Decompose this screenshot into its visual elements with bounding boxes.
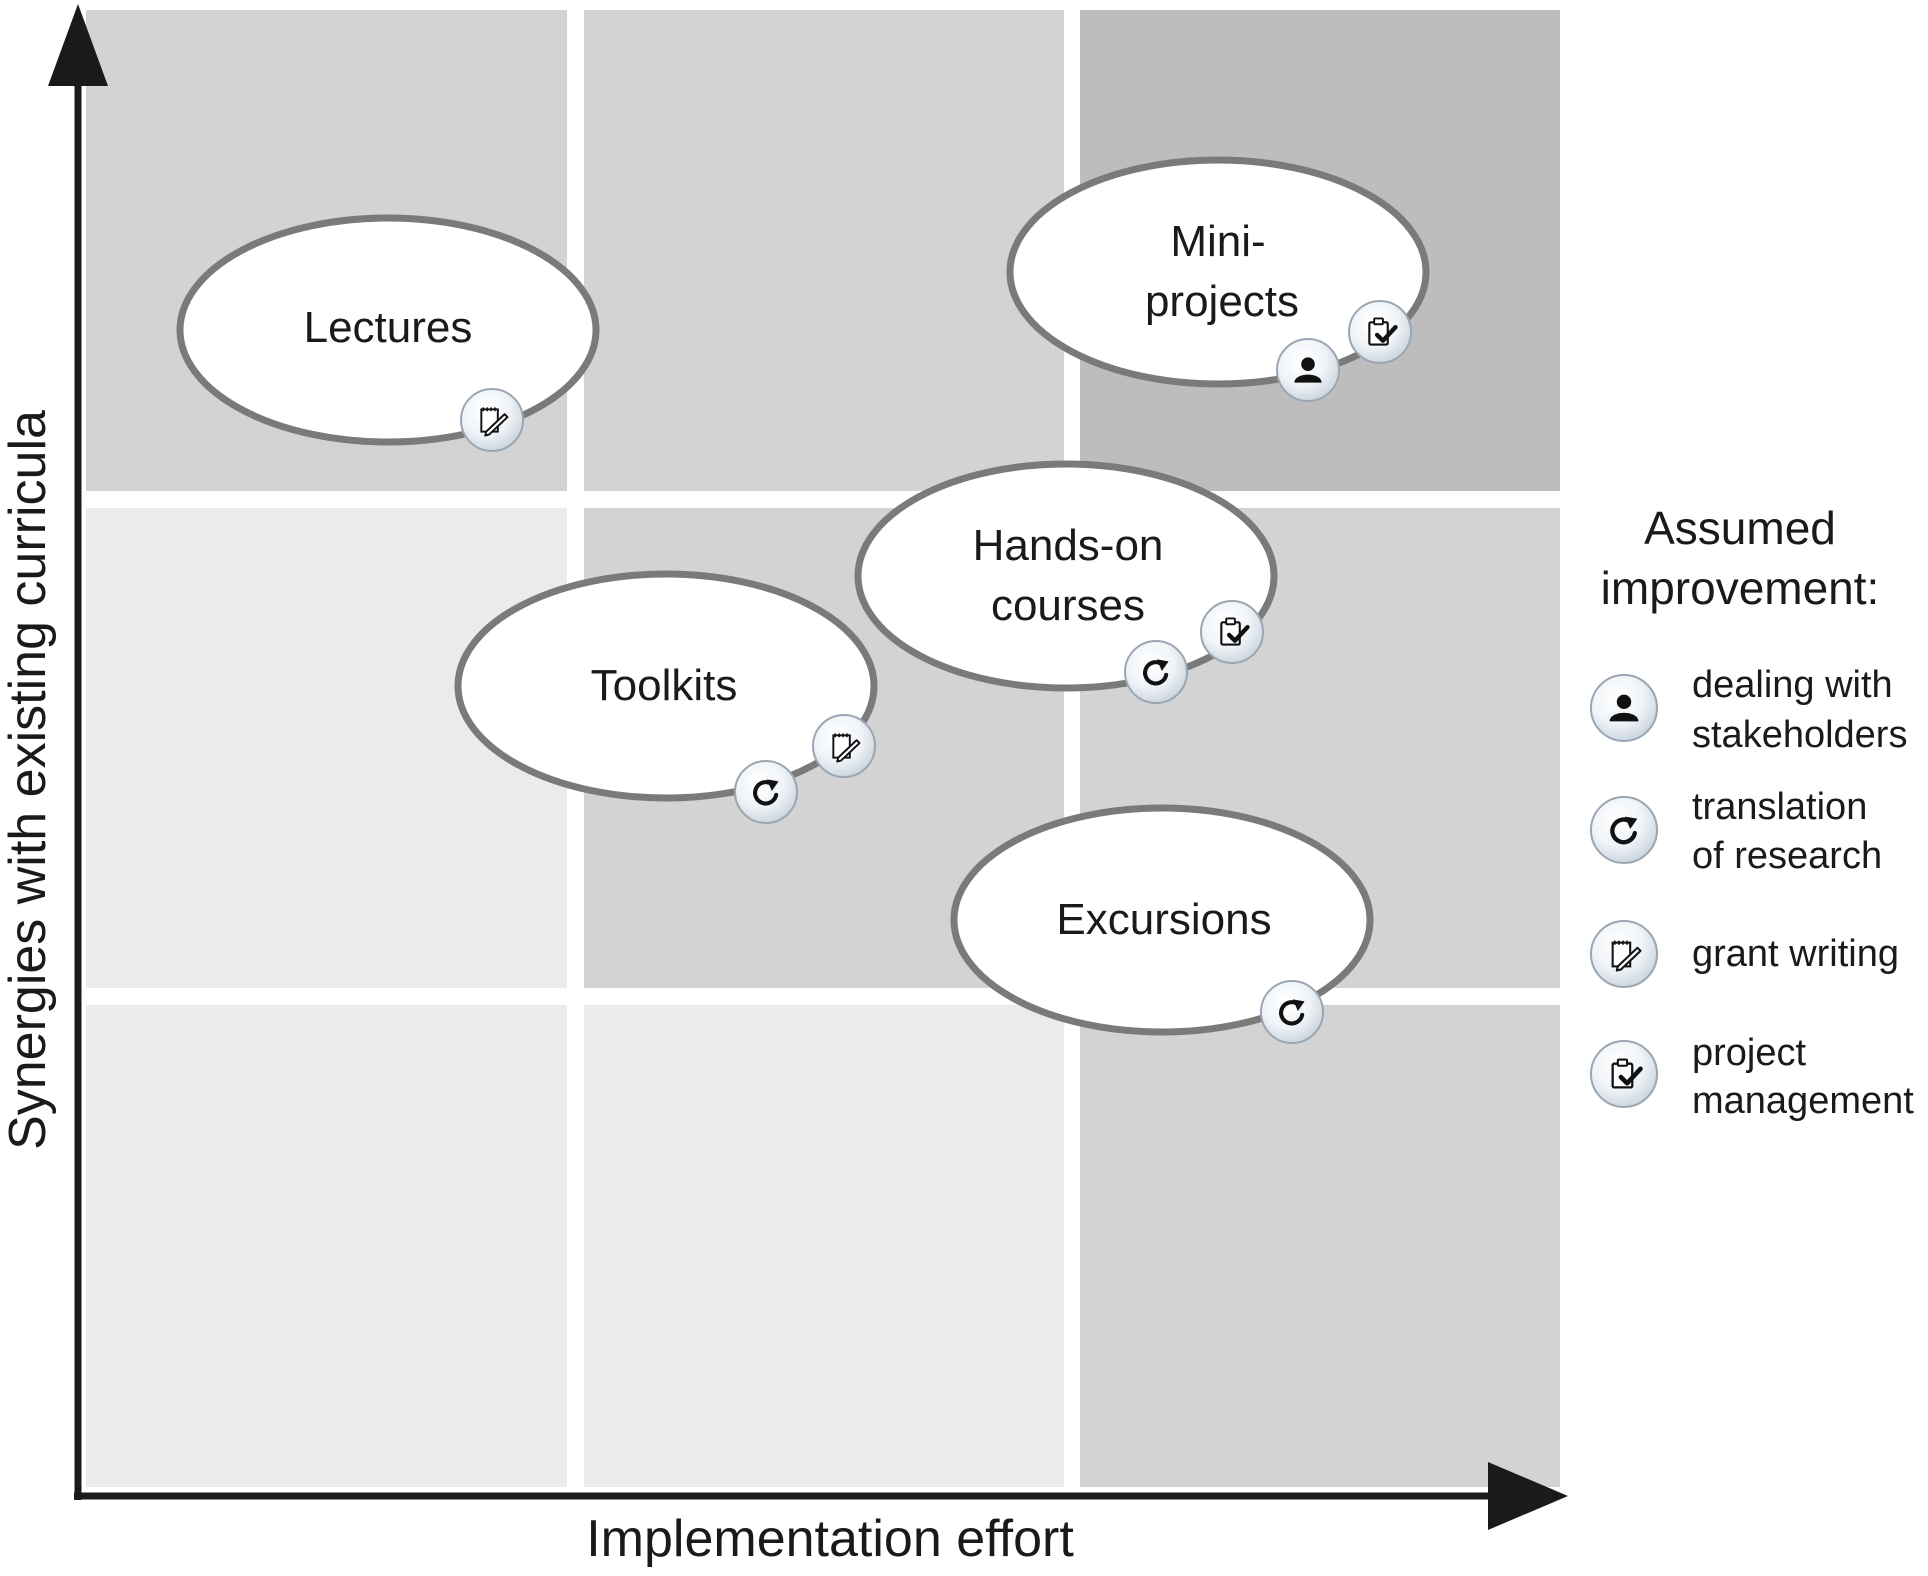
translation-icon-badge: [1590, 796, 1658, 864]
legend-item-1-label-line-2: stakeholders: [1692, 714, 1907, 756]
legend-item-2-label-line-2: of research: [1692, 835, 1882, 877]
legend-title-line-2: improvement:: [1601, 562, 1880, 614]
legend-item-4: project management: [1590, 1032, 1914, 1122]
grant-writing-icon: [460, 388, 524, 452]
legend-item-4-label-line-1: project: [1692, 1032, 1806, 1074]
legend-title-line-1: Assumed: [1644, 502, 1836, 554]
legend: Assumed improvement: dealing with stakehold…: [1590, 502, 1914, 1122]
translation-icon: [1590, 796, 1658, 864]
hands-on-courses-ellipse: [854, 460, 1278, 692]
bubble-lectures: Lectures: [176, 214, 600, 452]
legend-item-2: translation of research: [1590, 786, 1882, 877]
bubble-hands-on-courses: Hands-on courses: [854, 460, 1278, 704]
x-axis-label: Implementation effort: [586, 1510, 1074, 1568]
project-management-icon: [1590, 1040, 1658, 1108]
excursions-label-line-1: Excursions: [1056, 895, 1271, 944]
bubble-excursions: Excursions: [950, 804, 1374, 1044]
hands-on-courses-label-line-2: courses: [991, 581, 1145, 630]
legend-item-2-label-line-1: translation: [1692, 786, 1867, 828]
grid-cell-r3-c2: [584, 1005, 1064, 1487]
stakeholders-icon: [1590, 674, 1658, 742]
stakeholders-icon: [1276, 338, 1340, 402]
bubble-toolkits: Toolkits: [454, 570, 878, 824]
project-management-icon: [1348, 300, 1412, 364]
grid-cell-r1-c2: [584, 10, 1064, 491]
translation-icon-badge: [734, 760, 798, 824]
legend-item-4-label-line-2: management: [1692, 1080, 1914, 1122]
bubble-mini-projects: Mini-projects: [1006, 156, 1430, 402]
grant-writing-icon: [1590, 920, 1658, 988]
excursions-ellipse: [950, 804, 1374, 1036]
mini-projects-label-line-2: projects: [1145, 277, 1299, 326]
grid-cell-r3-c3: [1080, 1005, 1560, 1487]
lectures-label-line-1: Lectures: [304, 303, 473, 352]
translation-icon: [1124, 640, 1188, 704]
mini-projects-label-line-1: Mini-: [1170, 217, 1265, 266]
legend-item-3: grant writing: [1590, 920, 1899, 988]
grant-writing-icon: [812, 714, 876, 778]
translation-icon-badge: [1124, 640, 1188, 704]
mini-projects-ellipse: [1006, 156, 1430, 388]
y-axis-label: Synergies with existing curricula: [0, 410, 57, 1150]
hands-on-courses-label-line-1: Hands-on: [973, 521, 1164, 570]
project-management-icon: [1200, 600, 1264, 664]
axes: Implementation effort Synergies with exi…: [0, 4, 1568, 1568]
y-axis-arrowhead: [48, 4, 108, 86]
toolkits-label-line-1: Toolkits: [591, 661, 738, 710]
x-axis-arrowhead: [1488, 1462, 1568, 1530]
legend-item-1: dealing with stakeholders: [1590, 664, 1907, 756]
grid-cell-r2-c1: [86, 508, 567, 988]
toolkits-ellipse: [454, 570, 878, 802]
legend-item-3-label-line-1: grant writing: [1692, 933, 1899, 975]
translation-icon: [1260, 980, 1324, 1044]
legend-item-1-label-line-1: dealing with: [1692, 664, 1893, 706]
grid-cell-r3-c1: [86, 1005, 567, 1487]
translation-icon: [734, 760, 798, 824]
lectures-ellipse: [176, 214, 600, 446]
translation-icon-badge: [1260, 980, 1324, 1044]
